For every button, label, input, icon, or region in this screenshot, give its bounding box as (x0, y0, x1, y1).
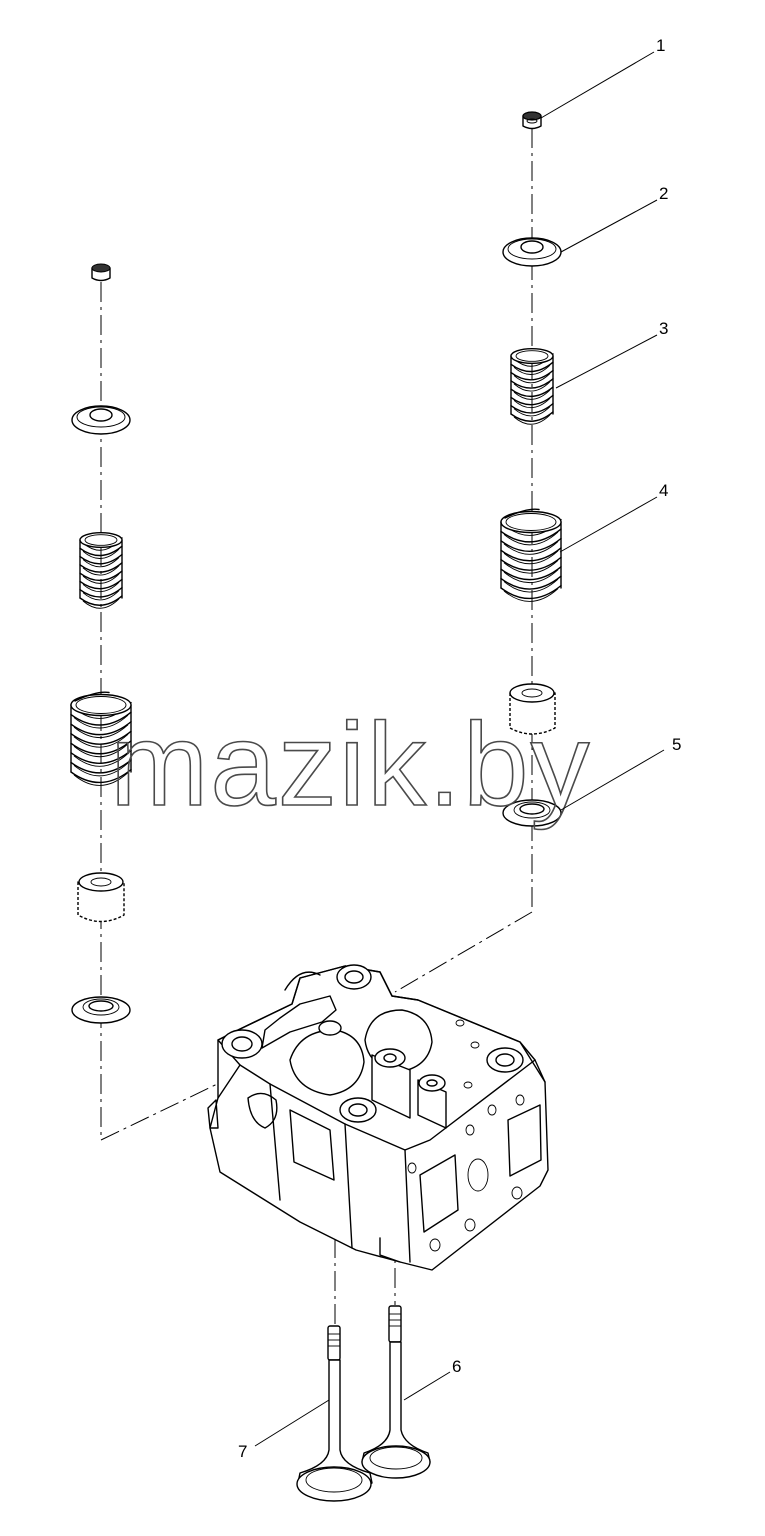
spring-retainer-right (502, 237, 562, 267)
outer-valve-spring-left (70, 691, 132, 786)
exhaust-valve (361, 1305, 431, 1479)
inner-valve-spring-right (510, 347, 554, 425)
valve-stem-seal-left (77, 872, 125, 923)
callout-2: 2 (659, 184, 668, 203)
intake-valve (296, 1325, 373, 1502)
callout-4: 4 (659, 481, 668, 500)
inner-valve-spring-left (79, 531, 123, 609)
outer-valve-spring-right (500, 508, 562, 602)
valve-cotter-right (522, 111, 542, 130)
valve-stem-seal-right (509, 683, 556, 735)
callout-5: 5 (672, 735, 681, 754)
callout-3: 3 (659, 319, 668, 338)
spring-seat-washer-right (502, 799, 562, 827)
callouts: 1 2 3 4 5 6 7 (238, 36, 681, 1461)
callout-7: 7 (238, 1442, 247, 1461)
spring-retainer-left (71, 405, 131, 435)
cylinder-head (207, 964, 549, 1271)
spring-seat-washer-left (71, 996, 131, 1024)
callout-1: 1 (656, 36, 665, 55)
callout-6: 6 (452, 1357, 461, 1376)
watermark-text: mazik.by (110, 699, 592, 831)
valve-cotter-left (91, 263, 111, 282)
